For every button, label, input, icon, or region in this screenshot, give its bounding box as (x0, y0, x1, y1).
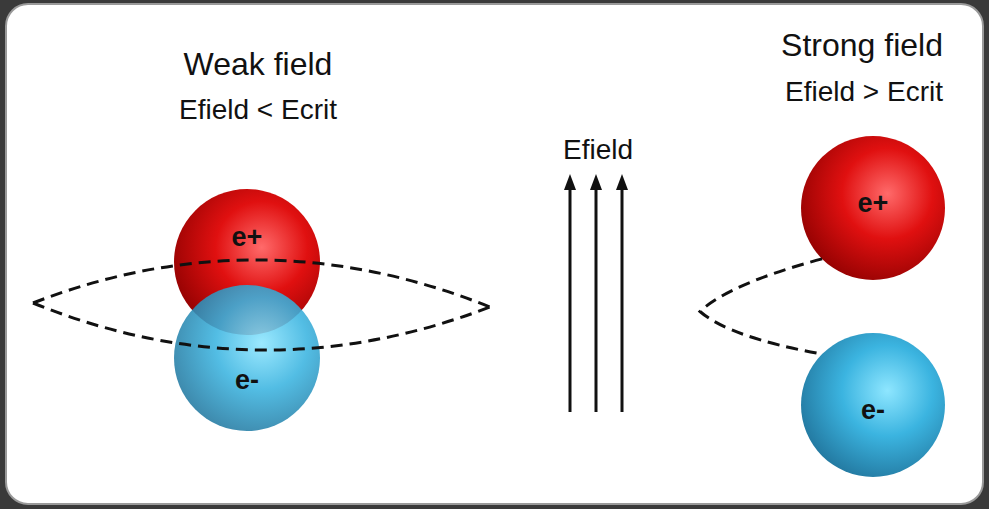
particle-label: e- (235, 365, 259, 396)
particle-sphere: e- (174, 285, 320, 431)
particle-label: e+ (858, 188, 889, 219)
field-label: Efield > Ecrit (785, 76, 943, 107)
particle-sphere: e- (801, 333, 945, 477)
field-arrows (564, 174, 628, 412)
field-label: Weak field (184, 46, 333, 82)
text-label-wrap: Efield < Ecrit (179, 94, 337, 126)
sphere-outline (174, 285, 320, 431)
particle-sphere: e+ (801, 136, 945, 280)
particle-label: e- (861, 395, 885, 426)
field-label: Efield (563, 134, 633, 165)
field-label: Strong field (781, 27, 943, 63)
text-label-wrap: Efield (563, 134, 633, 166)
text-label-wrap: Efield > Ecrit (785, 76, 943, 108)
pair-worldline (700, 259, 822, 354)
particle-label: e+ (232, 222, 263, 253)
text-label-wrap: Strong field (781, 27, 943, 64)
text-label-wrap: Weak field (184, 46, 333, 83)
field-label: Efield < Ecrit (179, 94, 337, 125)
